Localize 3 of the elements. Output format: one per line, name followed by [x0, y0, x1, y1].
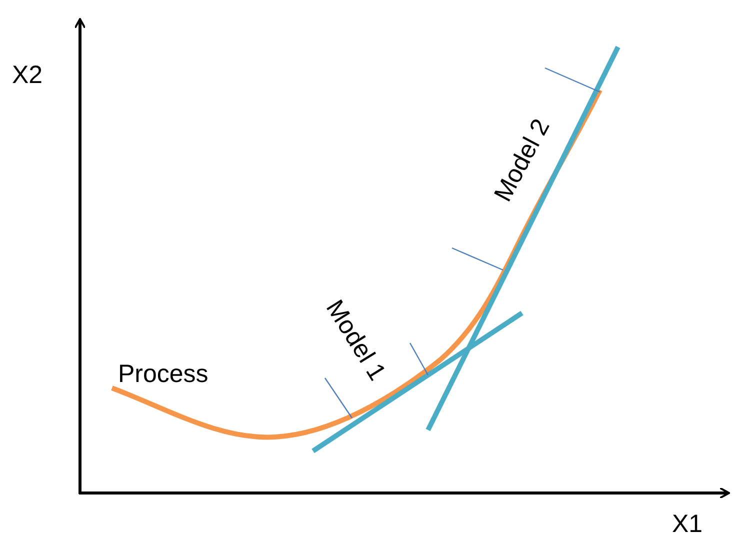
curve-label: Process	[118, 362, 208, 387]
axis-label: X1	[672, 512, 703, 534]
axis-label: X2	[12, 63, 43, 88]
